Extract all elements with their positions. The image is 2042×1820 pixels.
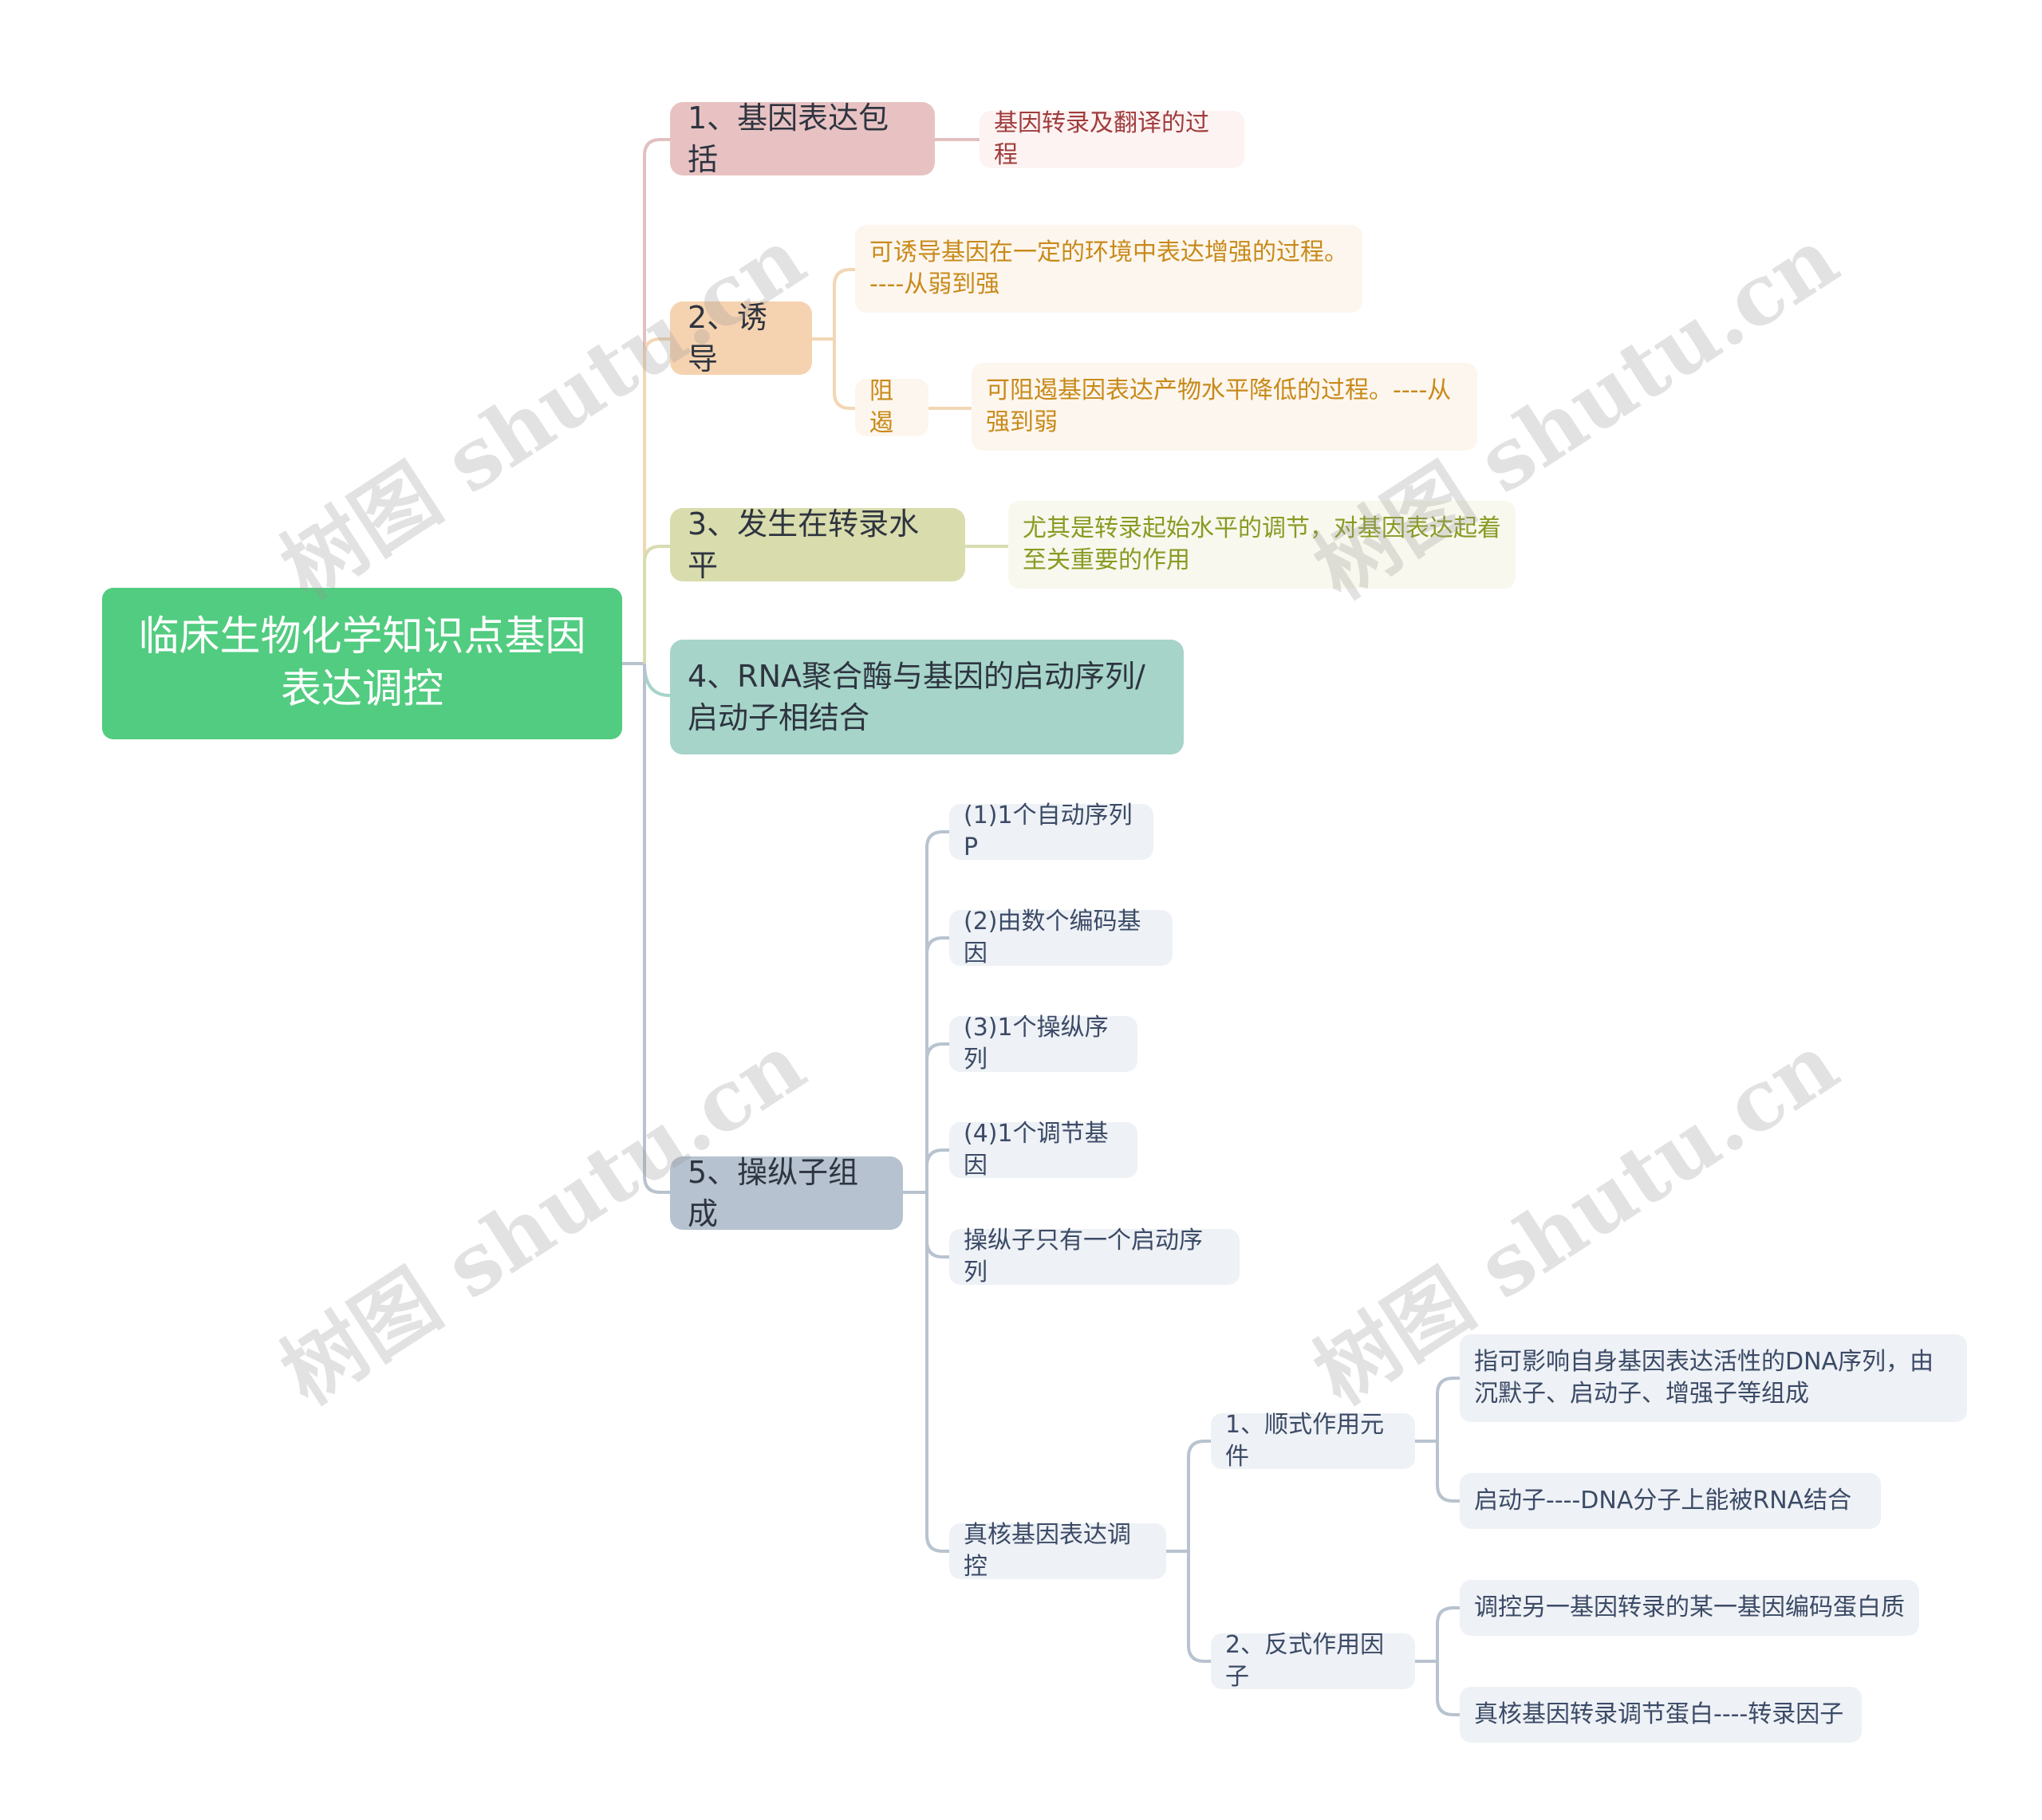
link-b5-c4 <box>925 1148 949 1192</box>
operon-part-2[interactable]: (2)由数个编码基因 <box>949 908 1173 967</box>
eukaryotic-regulation-label: 真核基因表达调控 <box>964 1521 1131 1581</box>
induction-definition-label: 可诱导基因在一定的环境中表达增强的过程。 ----从弱到强 <box>869 238 1348 298</box>
branch-5-topic[interactable]: 5、操纵子组成 <box>670 1155 903 1231</box>
repression-definition[interactable]: 可阻遏基因表达产物水平降低的过程。----从 强到弱 <box>972 363 1477 451</box>
cis-acting-element-label: 1、顺式作用元件 <box>1225 1411 1385 1471</box>
cis-promoter[interactable]: 启动子----DNA分子上能被RNA结合 <box>1460 1473 1881 1529</box>
cis-acting-element[interactable]: 1、顺式作用元件 <box>1211 1411 1415 1471</box>
cis-definition-label: 指可影响自身基因表达活性的DNA序列，由 沉默子、启动子、增强子等组成 <box>1474 1348 1934 1408</box>
transcription-factor-label: 真核基因转录调节蛋白----转录因子 <box>1474 1700 1844 1728</box>
operon-part-1-label: (1)1个自动序列P <box>964 802 1133 861</box>
branch-2-topic[interactable]: 2、诱导 <box>670 300 812 376</box>
repression-definition-label: 可阻遏基因表达产物水平降低的过程。----从 强到弱 <box>986 376 1452 436</box>
induction-definition[interactable]: 可诱导基因在一定的环境中表达增强的过程。 ----从弱到强 <box>855 225 1362 313</box>
branch-3-label: 3、发生在转录水平 <box>688 506 920 583</box>
link-root-b1 <box>643 138 670 664</box>
trans-acting-factor-label: 2、反式作用因子 <box>1225 1631 1385 1691</box>
operon-part-4-label: (4)1个调节基因 <box>964 1120 1109 1180</box>
link-b2-c2 <box>833 339 855 410</box>
branch-3-leaf-label: 尤其是转录起始水平的调节，对基因表达起着 至关重要的作用 <box>1023 514 1501 574</box>
operon-part-3[interactable]: (3)1个操纵序列 <box>949 1014 1137 1073</box>
link-root-b4 <box>643 663 671 697</box>
link-fanshi-l1 <box>1436 1606 1460 1661</box>
branch-1-label: 1、基因表达包括 <box>688 100 889 177</box>
operon-part-2-label: (2)由数个编码基因 <box>964 908 1141 967</box>
link-b5-c3 <box>925 1042 949 1192</box>
transcription-factor[interactable]: 真核基因转录调节蛋白----转录因子 <box>1460 1687 1862 1743</box>
operon-part-4[interactable]: (4)1个调节基因 <box>949 1120 1137 1180</box>
repression-topic[interactable]: 阻遏 <box>855 377 928 437</box>
root-topic-label: 临床生物化学知识点基因 表达调控 <box>138 613 586 713</box>
branch-1-leaf-label: 基因转录及翻译的过程 <box>994 109 1209 169</box>
link-shunshi-l1 <box>1436 1377 1460 1441</box>
branch-3-leaf[interactable]: 尤其是转录起始水平的调节，对基因表达起着 至关重要的作用 <box>1008 501 1516 589</box>
operon-part-1[interactable]: (1)1个自动序列P <box>949 802 1153 861</box>
link-zhenhe-fanshi <box>1187 1551 1211 1663</box>
trans-acting-factor[interactable]: 2、反式作用因子 <box>1211 1631 1415 1691</box>
link-shunshi-l2 <box>1436 1441 1460 1503</box>
link-b2-c1 <box>833 268 855 339</box>
branch-2-label: 2、诱导 <box>688 300 768 376</box>
link-root-b2 <box>643 337 670 664</box>
cis-promoter-label: 启动子----DNA分子上能被RNA结合 <box>1474 1487 1852 1515</box>
link-root-b3 <box>643 545 670 664</box>
link-b5-c2 <box>925 936 949 1192</box>
trans-definition[interactable]: 调控另一基因转录的某一基因编码蛋白质 <box>1460 1580 1919 1636</box>
branch-1-topic[interactable]: 1、基因表达包括 <box>670 100 935 177</box>
link-b5-c5 <box>925 1192 949 1259</box>
branch-4-label: 4、RNA聚合酶与基因的启动序列/ 启动子相结合 <box>688 659 1145 735</box>
branch-3-topic[interactable]: 3、发生在转录水平 <box>670 506 965 583</box>
branch-4-topic[interactable]: 4、RNA聚合酶与基因的启动序列/ 启动子相结合 <box>670 640 1184 754</box>
branch-5-label: 5、操纵子组成 <box>688 1155 859 1231</box>
trans-definition-label: 调控另一基因转录的某一基因编码蛋白质 <box>1474 1593 1905 1621</box>
operon-single-promoter[interactable]: 操纵子只有一个启动序列 <box>949 1227 1240 1286</box>
link-zhenhe-shunshi <box>1187 1440 1211 1551</box>
root-topic[interactable]: 临床生物化学知识点基因 表达调控 <box>102 588 622 739</box>
cis-definition[interactable]: 指可影响自身基因表达活性的DNA序列，由 沉默子、启动子、增强子等组成 <box>1460 1334 1967 1422</box>
branch-1-leaf[interactable]: 基因转录及翻译的过程 <box>980 109 1244 169</box>
link-b5-c6 <box>925 1192 949 1553</box>
link-root-b5 <box>643 664 670 1194</box>
link-fanshi-l2 <box>1436 1661 1460 1716</box>
eukaryotic-regulation[interactable]: 真核基因表达调控 <box>949 1521 1166 1581</box>
link-b5-c1 <box>925 830 949 1192</box>
operon-part-3-label: (3)1个操纵序列 <box>964 1014 1109 1073</box>
repression-label: 阻遏 <box>869 377 893 437</box>
operon-single-promoter-label: 操纵子只有一个启动序列 <box>964 1227 1203 1286</box>
